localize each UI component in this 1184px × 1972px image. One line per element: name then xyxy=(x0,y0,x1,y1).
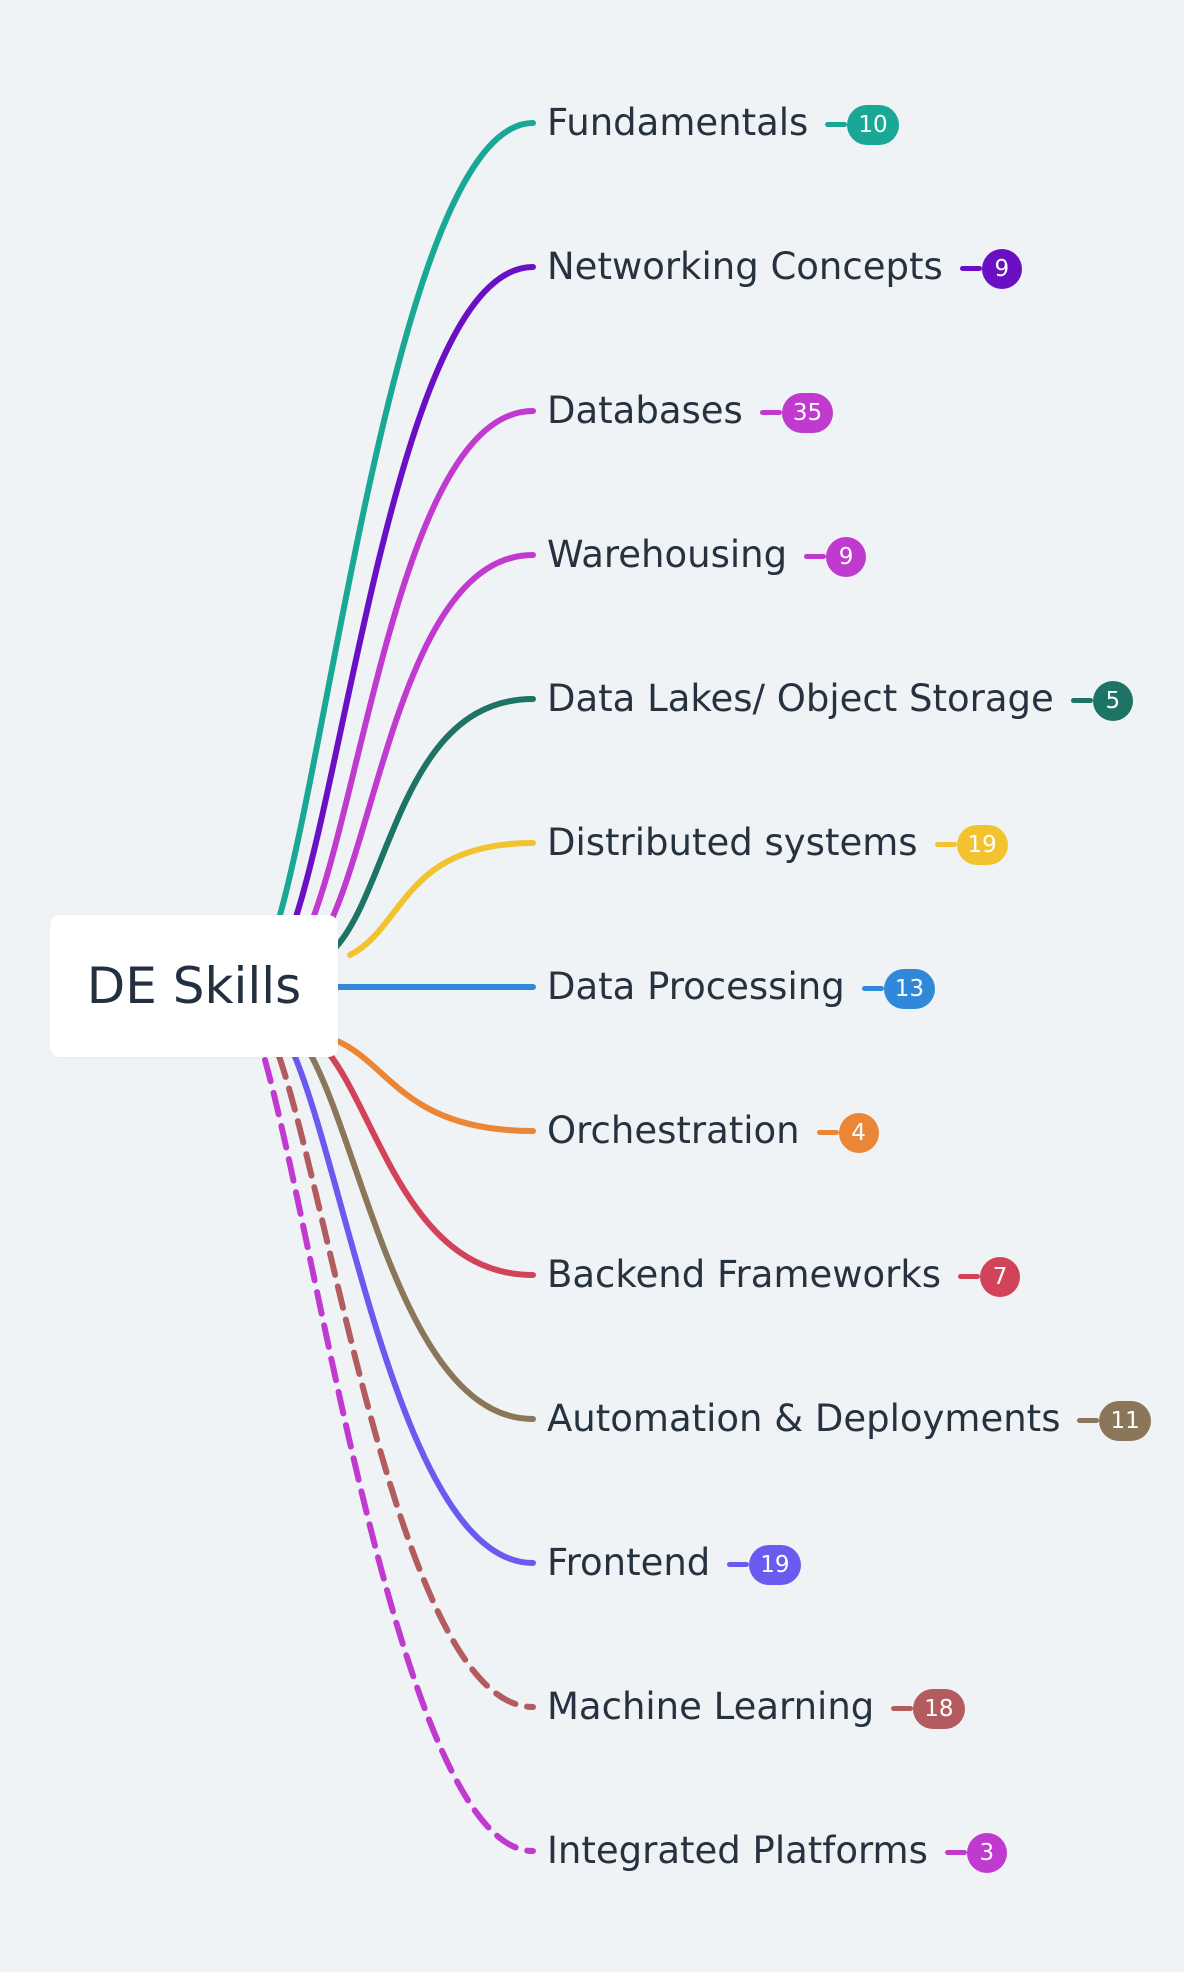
branch-node[interactable]: Data Processing 13 xyxy=(547,962,935,1012)
branch-node[interactable]: Integrated Platforms 3 xyxy=(547,1826,1007,1876)
branch-label: Integrated Platforms xyxy=(547,1829,928,1872)
connector-4 xyxy=(333,696,536,950)
branch-label: Networking Concepts xyxy=(547,245,943,288)
branch-node[interactable]: Data Lakes/ Object Storage 5 xyxy=(547,674,1133,724)
branch-label: Distributed systems xyxy=(547,821,918,864)
count-badge-group: 5 xyxy=(1070,680,1133,721)
connector-3 xyxy=(319,552,536,942)
badge-connector xyxy=(861,986,884,991)
count-badge[interactable]: 19 xyxy=(956,824,1008,865)
count-badge[interactable]: 19 xyxy=(749,1544,801,1585)
count-badge[interactable]: 11 xyxy=(1099,1400,1151,1441)
branch-label: Orchestration xyxy=(547,1109,800,1152)
badge-connector xyxy=(727,1562,750,1567)
branch-label: Fundamentals xyxy=(547,101,809,144)
badge-connector xyxy=(759,410,782,415)
badge-connector xyxy=(816,1130,839,1135)
branch-label: Data Lakes/ Object Storage xyxy=(547,677,1054,720)
connector-7 xyxy=(332,1037,536,1134)
connector-1 xyxy=(291,264,536,926)
connector-10 xyxy=(290,1049,536,1566)
connector-11 xyxy=(276,1053,536,1710)
badge-connector xyxy=(944,1850,967,1855)
count-badge[interactable]: 13 xyxy=(883,968,935,1009)
count-badge[interactable]: 3 xyxy=(966,1832,1007,1873)
count-badge[interactable]: 18 xyxy=(913,1688,965,1729)
branch-node[interactable]: Fundamentals 10 xyxy=(547,98,899,148)
connector-8 xyxy=(318,1041,536,1278)
connector-9 xyxy=(304,1045,536,1422)
branch-label: Machine Learning xyxy=(547,1685,875,1728)
root-label: DE Skills xyxy=(86,957,302,1015)
branch-label: Databases xyxy=(547,389,743,432)
badge-connector xyxy=(958,1274,981,1279)
branch-label: Data Processing xyxy=(547,965,845,1008)
branch-node[interactable]: Distributed systems 19 xyxy=(547,818,1008,868)
count-badge-group: 9 xyxy=(804,536,867,577)
badge-connector xyxy=(825,122,848,127)
branch-node[interactable]: Warehousing 9 xyxy=(547,530,867,580)
branch-label: Warehousing xyxy=(547,533,788,576)
branch-node[interactable]: Automation & Deployments 11 xyxy=(547,1394,1151,1444)
connector-12 xyxy=(262,1057,536,1854)
count-badge-group: 11 xyxy=(1077,1400,1151,1441)
count-badge-group: 18 xyxy=(891,1688,965,1729)
branch-node[interactable]: Backend Frameworks 7 xyxy=(547,1250,1021,1300)
count-badge[interactable]: 35 xyxy=(781,392,834,433)
count-badge-group: 10 xyxy=(825,104,899,145)
badge-connector xyxy=(891,1706,914,1711)
count-badge-group: 35 xyxy=(759,392,834,433)
count-badge-group: 19 xyxy=(934,824,1008,865)
badge-connector xyxy=(1070,698,1093,703)
count-badge-group: 7 xyxy=(958,1256,1021,1297)
root-node[interactable]: DE Skills xyxy=(50,915,338,1057)
connector-0 xyxy=(277,120,536,918)
branch-node[interactable]: Networking Concepts 9 xyxy=(547,242,1022,292)
count-badge-group: 13 xyxy=(861,968,935,1009)
branch-node[interactable]: Frontend 19 xyxy=(547,1538,801,1588)
count-badge[interactable]: 7 xyxy=(980,1256,1021,1297)
badge-connector xyxy=(804,554,827,559)
count-badge-group: 9 xyxy=(959,248,1022,289)
branch-node[interactable]: Databases 35 xyxy=(547,386,834,436)
count-badge[interactable]: 4 xyxy=(838,1112,879,1153)
branch-label: Backend Frameworks xyxy=(547,1253,942,1296)
count-badge-group: 19 xyxy=(727,1544,801,1585)
count-badge[interactable]: 5 xyxy=(1092,680,1133,721)
connector-2 xyxy=(305,408,536,934)
count-badge[interactable]: 9 xyxy=(826,536,867,577)
connector-5 xyxy=(347,840,536,958)
count-badge[interactable]: 10 xyxy=(847,104,899,145)
branch-label: Frontend xyxy=(547,1541,711,1584)
branch-node[interactable]: Machine Learning 18 xyxy=(547,1682,965,1732)
badge-connector xyxy=(934,842,957,847)
count-badge-group: 3 xyxy=(944,1832,1007,1873)
count-badge[interactable]: 9 xyxy=(981,248,1022,289)
branch-label: Automation & Deployments xyxy=(547,1397,1061,1440)
count-badge-group: 4 xyxy=(816,1112,879,1153)
branch-node[interactable]: Orchestration 4 xyxy=(547,1106,879,1156)
badge-connector xyxy=(1077,1418,1100,1423)
badge-connector xyxy=(959,266,982,271)
